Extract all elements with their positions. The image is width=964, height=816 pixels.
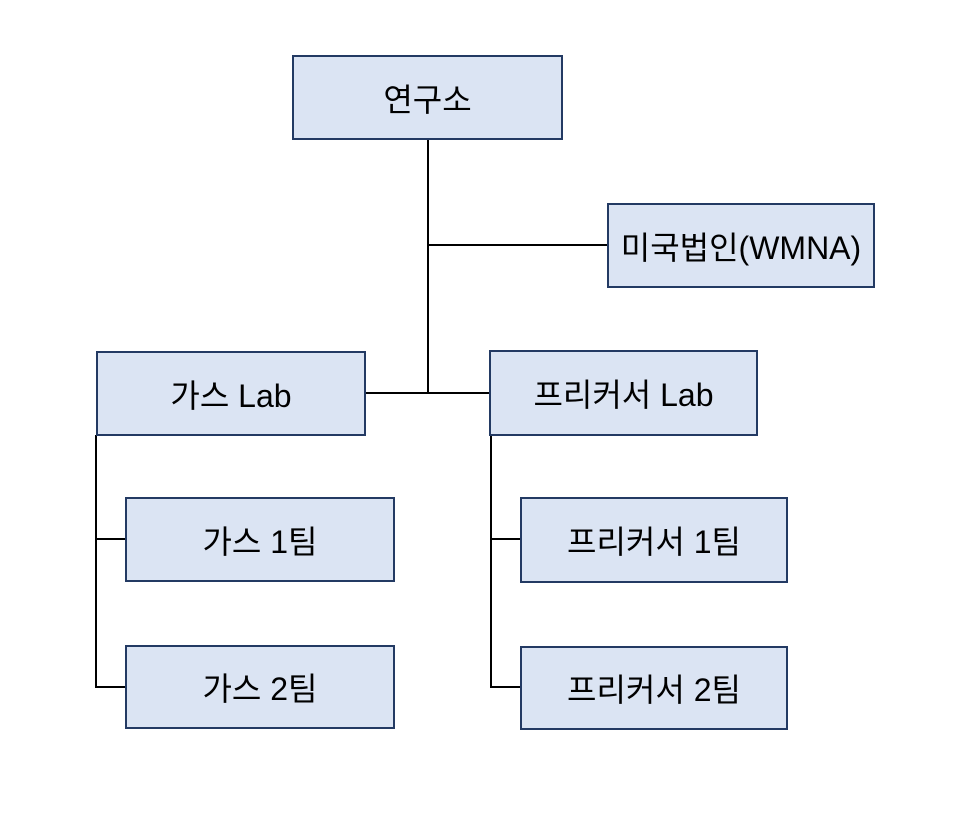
connector-to-precursor-team2: [490, 686, 520, 688]
connector-root-vertical: [427, 139, 429, 394]
connector-to-gas-team1: [95, 538, 125, 540]
connector-gas-lab-to-precursor-lab: [366, 392, 489, 394]
node-research-institute[interactable]: 연구소: [292, 55, 563, 140]
node-gas-lab[interactable]: 가스 Lab: [96, 351, 366, 436]
node-precursor-team-2-label: 프리커서 2팀: [567, 672, 741, 708]
connector-to-precursor-team1: [490, 538, 520, 540]
node-us-corporation-wmna-label: 미국법인(WMNA): [620, 229, 862, 266]
connector-to-gas-team2: [95, 686, 125, 688]
connector-root-to-us-corp: [427, 244, 607, 246]
node-precursor-lab[interactable]: 프리커서 Lab: [489, 350, 758, 436]
connector-precursor-lab-vertical: [490, 435, 492, 688]
node-precursor-team-1[interactable]: 프리커서 1팀: [520, 497, 788, 583]
node-precursor-team-2[interactable]: 프리커서 2팀: [520, 646, 788, 730]
node-gas-team-1[interactable]: 가스 1팀: [125, 497, 395, 582]
node-gas-team-2[interactable]: 가스 2팀: [125, 645, 395, 729]
node-precursor-team-1-label: 프리커서 1팀: [567, 524, 741, 560]
node-gas-lab-label: 가스 Lab: [170, 377, 292, 414]
node-gas-team-1-label: 가스 1팀: [202, 523, 318, 560]
node-research-institute-label: 연구소: [383, 81, 472, 118]
connector-gas-lab-vertical: [95, 435, 97, 688]
node-us-corporation-wmna[interactable]: 미국법인(WMNA): [607, 203, 875, 288]
node-gas-team-2-label: 가스 2팀: [202, 671, 318, 707]
node-precursor-lab-label: 프리커서 Lab: [533, 377, 714, 413]
